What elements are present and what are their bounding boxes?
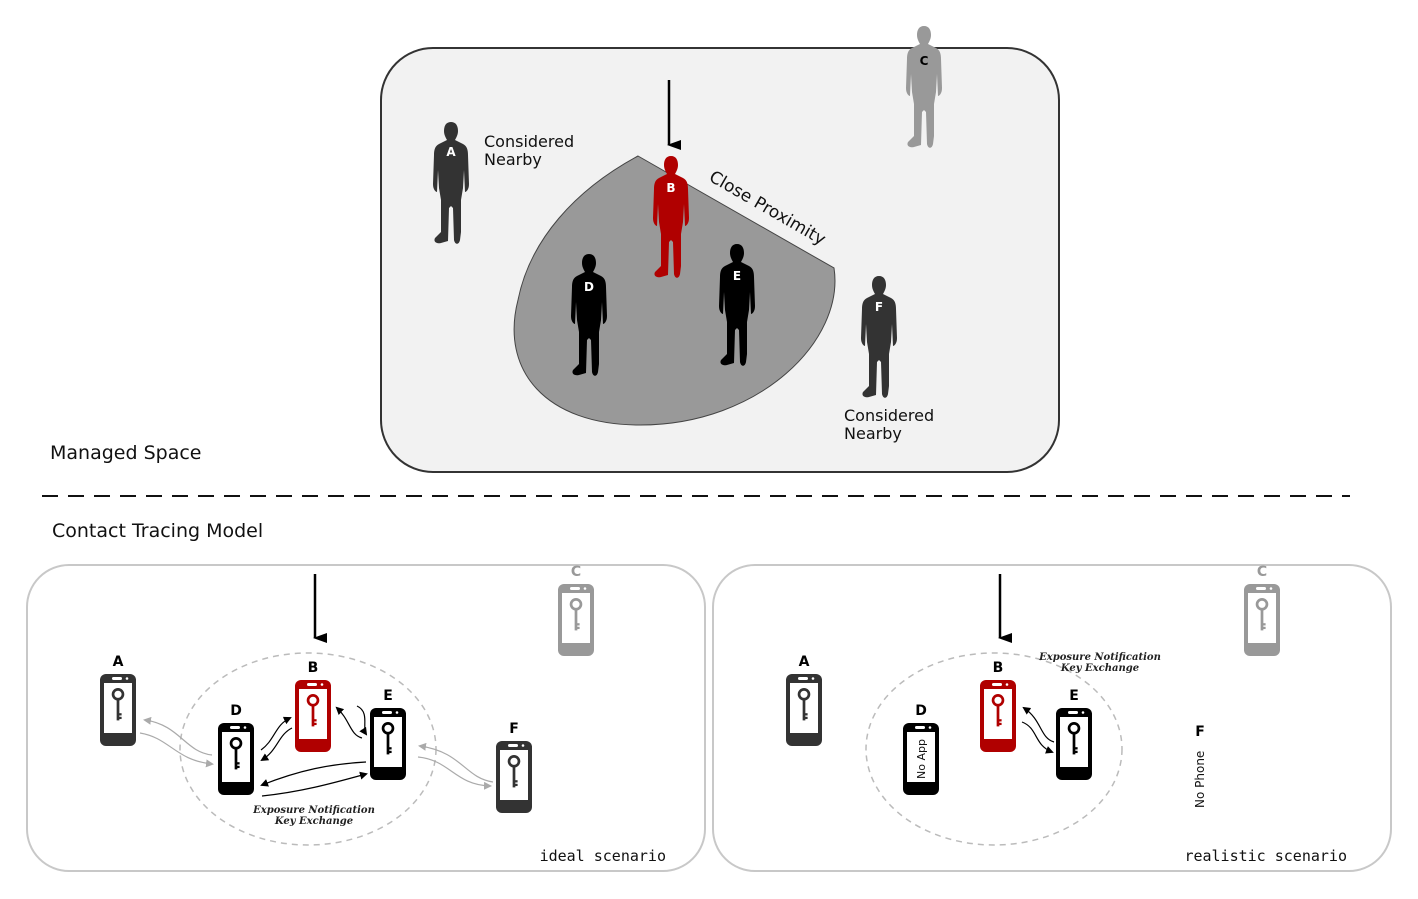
phone-a: A xyxy=(100,654,136,746)
exchange-arrows xyxy=(1021,706,1055,754)
phone-label: D xyxy=(915,703,927,719)
phone-camera xyxy=(395,711,399,714)
phone-speaker xyxy=(570,587,580,590)
phone-speaker xyxy=(508,744,518,747)
phone-c: C xyxy=(558,564,594,656)
phone-a: A xyxy=(786,654,822,746)
phone-speaker xyxy=(307,683,317,686)
exchange-label-line2: Key Exchange xyxy=(274,816,353,827)
no-app-text: No App xyxy=(915,739,928,779)
person-label: E xyxy=(733,269,741,283)
proximity-circle xyxy=(865,652,1123,846)
person-label: D xyxy=(584,280,594,294)
phone-label: B xyxy=(993,660,1004,676)
realistic-scenario-panel: A B C D No App E Exposure Notification Key Ex… xyxy=(712,564,1392,872)
phone-label: B xyxy=(308,660,319,676)
phone-c: C xyxy=(1244,564,1280,656)
person-b: B xyxy=(653,156,689,278)
phone-label: E xyxy=(1069,688,1079,704)
realistic-scenario-caption: realistic scenario xyxy=(1184,847,1347,865)
phone-d: D xyxy=(218,703,254,795)
considered-nearby-f-line1: Considered xyxy=(844,406,934,425)
phone-label: C xyxy=(571,564,581,580)
phone-b: B xyxy=(295,660,331,752)
phone-label: C xyxy=(1257,564,1267,580)
considered-nearby-a-line2: Nearby xyxy=(484,150,542,169)
exchange-label-line1: Exposure Notification xyxy=(252,805,375,816)
realistic-phones: A B C D No App E xyxy=(786,564,1280,795)
phone-speaker xyxy=(1256,587,1266,590)
ideal-frame xyxy=(26,564,706,872)
phone-speaker xyxy=(230,726,240,729)
contact-tracing-label: Contact Tracing Model xyxy=(52,520,263,542)
phone-f: F xyxy=(496,721,532,813)
phone-label: F xyxy=(1195,724,1205,740)
phone-speaker xyxy=(382,711,392,714)
phone-d: D No App xyxy=(903,703,939,795)
proximity-circle xyxy=(179,652,437,846)
phone-speaker xyxy=(112,677,122,680)
phone-speaker xyxy=(1068,711,1078,714)
phone-camera xyxy=(521,744,525,747)
exchange-label-line2: Key Exchange xyxy=(1060,663,1139,674)
ideal-phones: A B C D E F xyxy=(100,564,594,813)
person-f: F xyxy=(861,276,897,398)
phone-camera xyxy=(811,677,815,680)
managed-space-label: Managed Space xyxy=(50,442,201,464)
phone-label: F xyxy=(509,721,519,737)
phone-label: D xyxy=(230,703,242,719)
exchange-arrows xyxy=(139,705,494,797)
person-d: D xyxy=(571,254,607,376)
person-e: E xyxy=(719,244,755,366)
phone-speaker xyxy=(915,726,925,729)
ideal-scenario-panel: A B C D E F Exposure Notification Key Exchang… xyxy=(26,564,706,872)
phone-camera xyxy=(583,587,587,590)
phone-e: E xyxy=(370,688,406,780)
exchange-label-line1: Exposure Notification xyxy=(1038,652,1161,663)
phone-speaker xyxy=(992,683,1002,686)
person-a: A xyxy=(433,122,469,244)
phone-camera xyxy=(928,726,932,729)
phone-screen xyxy=(907,732,935,782)
phone-camera xyxy=(320,683,324,686)
phone-label: A xyxy=(799,654,810,670)
phone-camera xyxy=(1005,683,1009,686)
phone-camera xyxy=(125,677,129,680)
ideal-scenario-caption: ideal scenario xyxy=(540,847,666,865)
no-phone-f: F No Phone xyxy=(1193,724,1207,808)
person-label: F xyxy=(875,300,883,314)
considered-nearby-a-line1: Considered xyxy=(484,132,574,151)
phone-label: A xyxy=(113,654,124,670)
considered-nearby-f-line2: Nearby xyxy=(844,424,902,443)
phone-b: B xyxy=(980,660,1016,752)
phone-camera xyxy=(1269,587,1273,590)
phone-camera xyxy=(243,726,247,729)
phone-camera xyxy=(1081,711,1085,714)
managed-space-panel: Close Proximity A B C D E F Considered N… xyxy=(380,26,1060,473)
person-label: C xyxy=(920,54,929,68)
phone-label: E xyxy=(383,688,393,704)
no-phone-text: No Phone xyxy=(1193,751,1207,808)
phone-e: E xyxy=(1056,688,1092,780)
person-label: A xyxy=(446,145,456,159)
person-label: B xyxy=(666,181,675,195)
person-c: C xyxy=(906,26,942,148)
phone-speaker xyxy=(798,677,808,680)
realistic-frame xyxy=(712,564,1392,872)
